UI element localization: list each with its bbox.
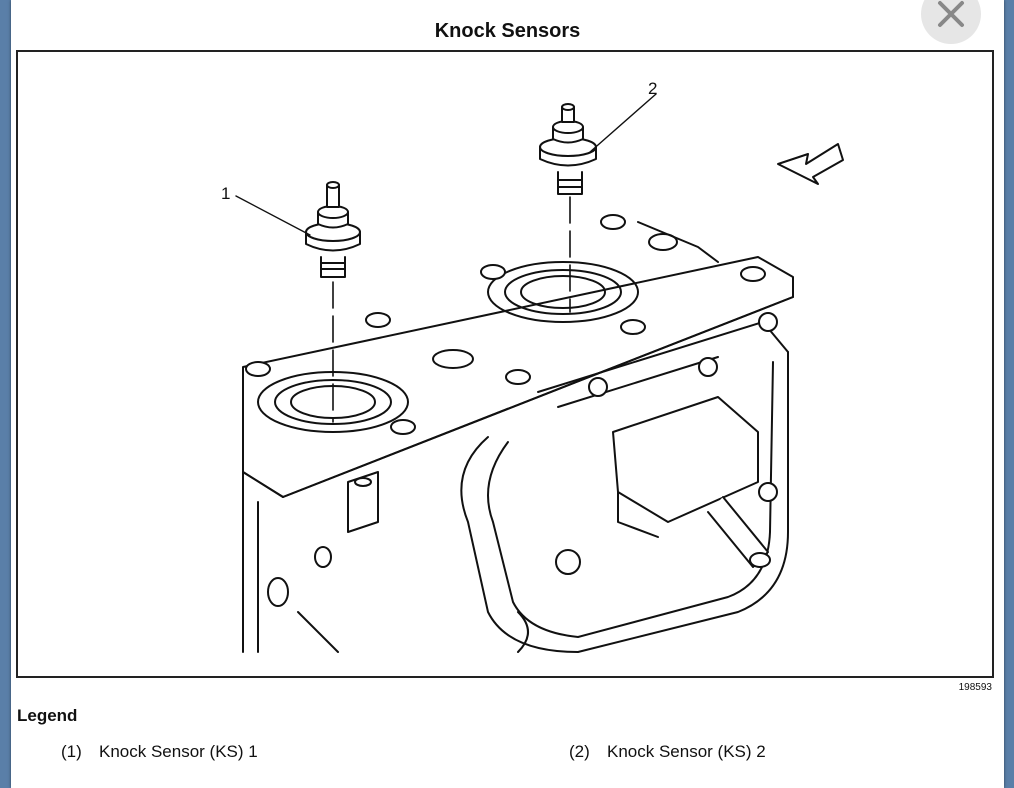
figure-id: 198593 [958, 682, 992, 693]
knock-sensor-2 [539, 103, 597, 195]
legend-item-number: (1) [61, 742, 82, 761]
close-icon [938, 1, 964, 27]
callout-1: 1 [221, 184, 230, 203]
legend-heading: Legend [17, 706, 78, 725]
legend-item-number: (2) [569, 742, 590, 761]
knock-sensor-1 [305, 181, 361, 278]
legend-item-label: Knock Sensor (KS) 1 [99, 742, 258, 761]
arrow-icon [777, 143, 844, 185]
legend-item-1: (1) Knock Sensor (KS) 1 [61, 742, 258, 762]
legend-item-label: Knock Sensor (KS) 2 [607, 742, 766, 761]
manual-page: Knock Sensors [11, 0, 1004, 788]
callout-2: 2 [648, 79, 657, 98]
knock-sensor-diagram: 1 2 [16, 50, 994, 678]
engine-block-illustration: 1 2 [221, 79, 844, 653]
legend-item-2: (2) Knock Sensor (KS) 2 [569, 742, 766, 762]
page-title: Knock Sensors [434, 20, 581, 42]
close-button[interactable] [921, 0, 981, 44]
